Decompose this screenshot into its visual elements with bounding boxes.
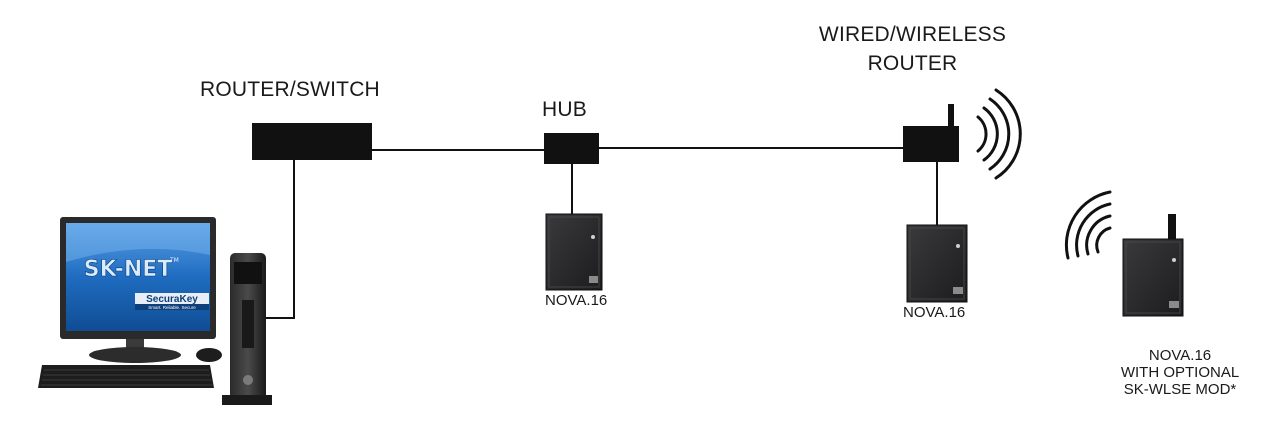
monitor-screen-tagline: Smart. Reliable. Secure [148, 305, 196, 310]
panel-lock-icon [591, 235, 595, 239]
nova-wireless-label-line1: NOVA.16 [1148, 347, 1212, 364]
nova-antenna [1168, 214, 1176, 241]
nova-wireless-waves-icon [1064, 190, 1112, 260]
monitor-screen-title: SK-NET [84, 257, 173, 282]
nova-panel-router [906, 224, 968, 303]
wireless-router-label-line2: ROUTER [867, 52, 958, 75]
monitor-screen-brand: SecuraKey [146, 294, 198, 305]
nova-router-label: NOVA.16 [903, 304, 966, 321]
router-switch-box [252, 123, 372, 160]
nova-wireless-label: NOVA.16 WITH OPTIONAL SK-WLSE MOD* [1095, 347, 1265, 398]
mouse-icon [196, 348, 222, 362]
panel-lock-icon [956, 244, 960, 248]
nova-hub-label: NOVA.16 [545, 292, 608, 309]
computer [38, 217, 272, 405]
panel-lock-icon [1172, 258, 1176, 262]
wireless-router-box [903, 126, 959, 162]
pc-tower [222, 253, 272, 405]
wireless-router [903, 104, 959, 162]
router-switch-label: ROUTER/SWITCH [200, 78, 380, 101]
connection-lines [266, 147, 938, 319]
monitor-screen-tm: TM [169, 257, 179, 264]
keyboard-icon [38, 365, 214, 388]
nova-panel-hub [545, 213, 603, 291]
wireless-router-label-line1: WIRED/WIRELESS [818, 23, 1007, 46]
wireless-router-label: WIRED/WIRELESS ROUTER [790, 20, 1035, 78]
router-wireless-waves-icon [976, 88, 1022, 180]
wireless-router-antenna [948, 104, 954, 130]
hub-label: HUB [542, 98, 587, 121]
nova-panel-wireless [1122, 214, 1184, 317]
hub-box [544, 133, 599, 164]
nova-wireless-label-line2: WITH OPTIONAL [1120, 364, 1240, 381]
nova-wireless-label-line3: SK-WLSE MOD* [1123, 381, 1237, 398]
monitor [60, 217, 216, 363]
